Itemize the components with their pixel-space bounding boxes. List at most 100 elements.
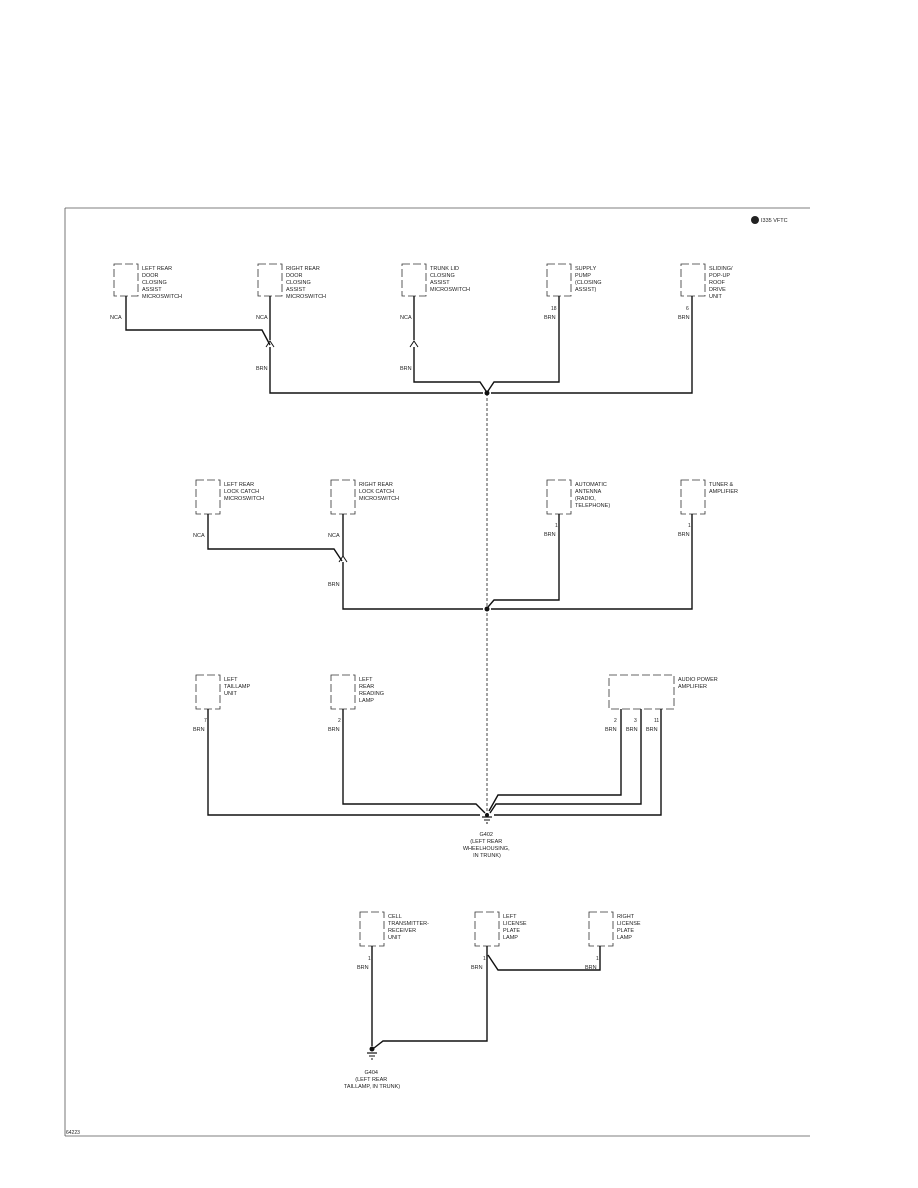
wire-supply-pump xyxy=(487,296,560,392)
pin-tuner: 1 xyxy=(688,523,691,529)
nca-trunk-lid: NCA xyxy=(400,315,412,321)
box-cell-transceiver xyxy=(359,911,385,947)
splice-row1 xyxy=(484,390,490,396)
wire-sliding-roof xyxy=(491,296,693,394)
wire-right-rear-door-splice xyxy=(269,347,483,394)
wire-left-taillamp xyxy=(207,709,480,816)
box-trunk-lid xyxy=(401,263,427,297)
box-right-rear-door xyxy=(257,263,283,297)
row3-wires: 7 BRN 2 BRN 2 3 11 BRN BRN BRN G402 (LEF… xyxy=(193,709,662,859)
wire-auto-antenna xyxy=(487,514,560,608)
connector-right-rear-lock-icon xyxy=(338,555,348,563)
pin-audio-amp-2: 2 xyxy=(614,718,617,724)
box-left-rear-door xyxy=(113,263,139,297)
pin-left-reading: 2 xyxy=(338,718,341,724)
connector-trunk-lid-icon xyxy=(409,340,419,348)
wire-right-rear-lock-splice xyxy=(342,562,483,610)
ground-g402-icon xyxy=(482,816,492,824)
nca-left-rear-lock: NCA xyxy=(193,533,205,539)
nca-left-rear-door: NCA xyxy=(110,315,122,321)
brn-right-rear-lock: BRN xyxy=(328,582,340,588)
brn-tuner: BRN xyxy=(678,532,690,538)
row4-wires: 1 BRN 1 BRN 1 BRN G404 (LEFT REAR TAILLA… xyxy=(344,946,601,1090)
label-ground-g404: G404 (LEFT REAR TAILLAMP, IN TRUNK) xyxy=(344,1070,400,1090)
brn-cell-transceiver: BRN xyxy=(357,965,369,971)
box-audio-amp xyxy=(608,674,675,710)
box-tuner xyxy=(680,479,706,515)
connector-right-rear-door-icon xyxy=(265,340,275,348)
wire-audio-amp-11 xyxy=(494,709,662,816)
brn-supply-pump: BRN xyxy=(544,315,556,321)
wire-audio-amp-3 xyxy=(489,709,642,814)
row2-components: LEFT REAR LOCK CATCH MICROSWITCH RIGHT R… xyxy=(195,479,738,515)
box-auto-antenna xyxy=(546,479,572,515)
row1-wires: NCA NCA BRN NCA BRN 18 BRN 6 BRN xyxy=(110,296,693,396)
brn-audio-amp-3: BRN xyxy=(626,727,638,733)
pin-sliding-roof: 6 xyxy=(686,306,689,312)
splice-row2 xyxy=(484,606,490,612)
box-left-taillamp xyxy=(195,674,221,710)
footer-code: 64223 xyxy=(66,1130,80,1136)
wire-trunk-lid-splice xyxy=(413,347,487,392)
label-cell-transceiver: CELL TRANSMITTER- RECEIVER UNIT xyxy=(388,914,430,941)
brn-right-license: BRN xyxy=(585,965,597,971)
pin-left-license: 1 xyxy=(483,956,486,962)
box-right-rear-lock xyxy=(330,479,356,515)
pin-cell-transceiver: 1 xyxy=(368,956,371,962)
label-left-taillamp: LEFT TAILLAMP UNIT xyxy=(224,677,252,697)
wire-left-rear-lock xyxy=(207,514,343,562)
wire-right-license xyxy=(487,946,601,971)
wire-audio-amp-2 xyxy=(488,709,622,812)
box-supply-pump xyxy=(546,263,572,297)
nca-right-rear-door: NCA xyxy=(256,315,268,321)
label-right-license: RIGHT LICENSE PLATE LAMP xyxy=(617,914,642,941)
brn-audio-amp-2: BRN xyxy=(605,727,617,733)
label-trunk-lid: TRUNK LID CLOSING ASSIST MICROSWITCH xyxy=(430,266,470,293)
row1-components: LEFT REAR DOOR CLOSING ASSIST MICROSWITC… xyxy=(113,263,734,300)
header-badge: I335 VFTC xyxy=(751,216,788,224)
brn-left-taillamp: BRN xyxy=(193,727,205,733)
label-supply-pump: SUPPLY PUMP (CLOSING ASSIST) xyxy=(575,266,603,293)
ground-g404-node xyxy=(369,1046,375,1052)
label-sliding-roof: SLIDING/ POP-UP ROOF DRIVE UNIT xyxy=(709,266,734,300)
box-sliding-roof xyxy=(680,263,706,297)
row2-wires: NCA NCA BRN 1 BRN 1 BRN xyxy=(193,514,693,612)
brn-audio-amp-11: BRN xyxy=(646,727,658,733)
header-circle-icon xyxy=(751,216,759,224)
label-ground-g402: G402 (LEFT REAR WHEELHOUSING, IN TRUNK) xyxy=(463,832,511,859)
label-audio-amp: AUDIO POWER AMPLIFIER xyxy=(678,677,719,690)
row4-components: CELL TRANSMITTER- RECEIVER UNIT LEFT LIC… xyxy=(359,911,642,947)
box-right-license xyxy=(588,911,614,947)
label-tuner: TUNER & AMPLIFIER xyxy=(709,482,738,495)
label-left-reading: LEFT REAR READING LAMP xyxy=(359,677,386,704)
header-code: I335 VFTC xyxy=(761,218,788,224)
pin-audio-amp-11: 11 xyxy=(654,718,659,724)
wire-left-rear-door xyxy=(125,296,271,346)
box-left-reading xyxy=(330,674,356,710)
box-left-license xyxy=(474,911,500,947)
pin-left-taillamp: 7 xyxy=(204,718,207,724)
ground-g404-icon xyxy=(367,1052,377,1060)
ground-g402-node xyxy=(485,813,489,817)
wire-left-reading xyxy=(342,709,486,814)
pin-right-license: 1 xyxy=(596,956,599,962)
pin-auto-antenna: 1 xyxy=(555,523,558,529)
brn-auto-antenna: BRN xyxy=(544,532,556,538)
brn-right-rear-door: BRN xyxy=(256,366,268,372)
label-auto-antenna: AUTOMATIC ANTENNA (RADIO, TELEPHONE) xyxy=(575,482,610,509)
brn-sliding-roof: BRN xyxy=(678,315,690,321)
brn-left-license: BRN xyxy=(471,965,483,971)
wire-left-license xyxy=(373,946,488,1049)
brn-trunk-lid: BRN xyxy=(400,366,412,372)
label-left-rear-door: LEFT REAR DOOR CLOSING ASSIST MICROSWITC… xyxy=(142,266,182,300)
pin-supply-pump: 18 xyxy=(551,306,557,312)
label-left-license: LEFT LICENSE PLATE LAMP xyxy=(503,914,528,941)
row3-components: LEFT TAILLAMP UNIT LEFT REAR READING LAM… xyxy=(195,674,719,710)
brn-left-reading: BRN xyxy=(328,727,340,733)
label-left-rear-lock: LEFT REAR LOCK CATCH MICROSWITCH xyxy=(224,482,264,502)
label-right-rear-lock: RIGHT REAR LOCK CATCH MICROSWITCH xyxy=(359,482,399,502)
box-left-rear-lock xyxy=(195,479,221,515)
nca-right-rear-lock: NCA xyxy=(328,533,340,539)
pin-audio-amp-3: 3 xyxy=(634,718,637,724)
